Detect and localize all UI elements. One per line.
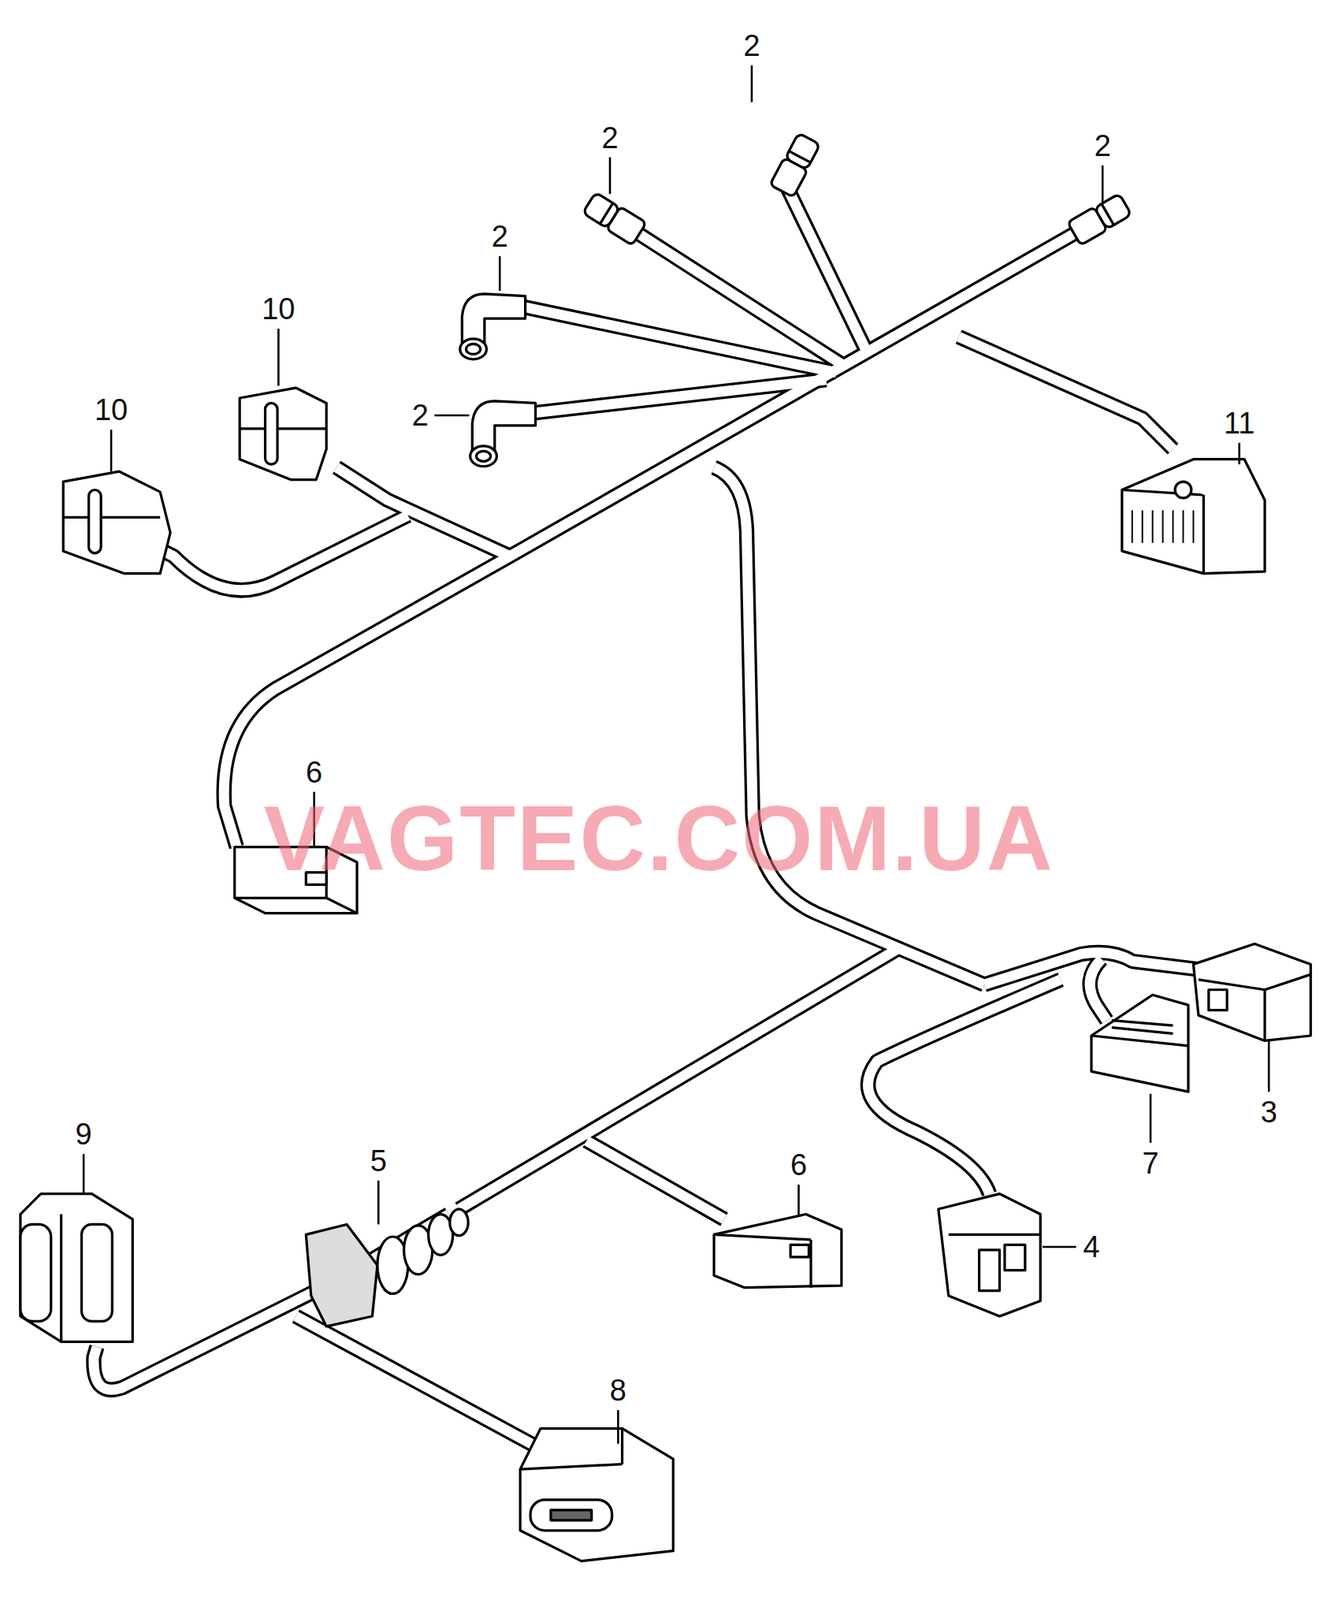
- callout-number: 8: [609, 1375, 627, 1406]
- callout-number: 10: [94, 394, 128, 425]
- callout-number: 2: [1094, 130, 1112, 161]
- callout-number: 2: [491, 221, 509, 252]
- callout-number: 2: [412, 400, 429, 431]
- callout-number: 11: [1223, 408, 1255, 439]
- callout-number: 3: [1260, 1096, 1278, 1127]
- callout-number: 7: [1141, 1148, 1159, 1179]
- callout-number: 2: [601, 122, 618, 153]
- callout-number: 4: [1082, 1231, 1100, 1262]
- callout-number: 2: [743, 30, 760, 61]
- watermark: VAGTEC.COM.UA: [263, 792, 1054, 885]
- callout-number: 5: [370, 1145, 387, 1176]
- callout-number: 6: [790, 1149, 807, 1180]
- callout-number: 6: [305, 757, 323, 788]
- callout-number: 10: [261, 293, 295, 324]
- callout-number: 9: [75, 1118, 93, 1149]
